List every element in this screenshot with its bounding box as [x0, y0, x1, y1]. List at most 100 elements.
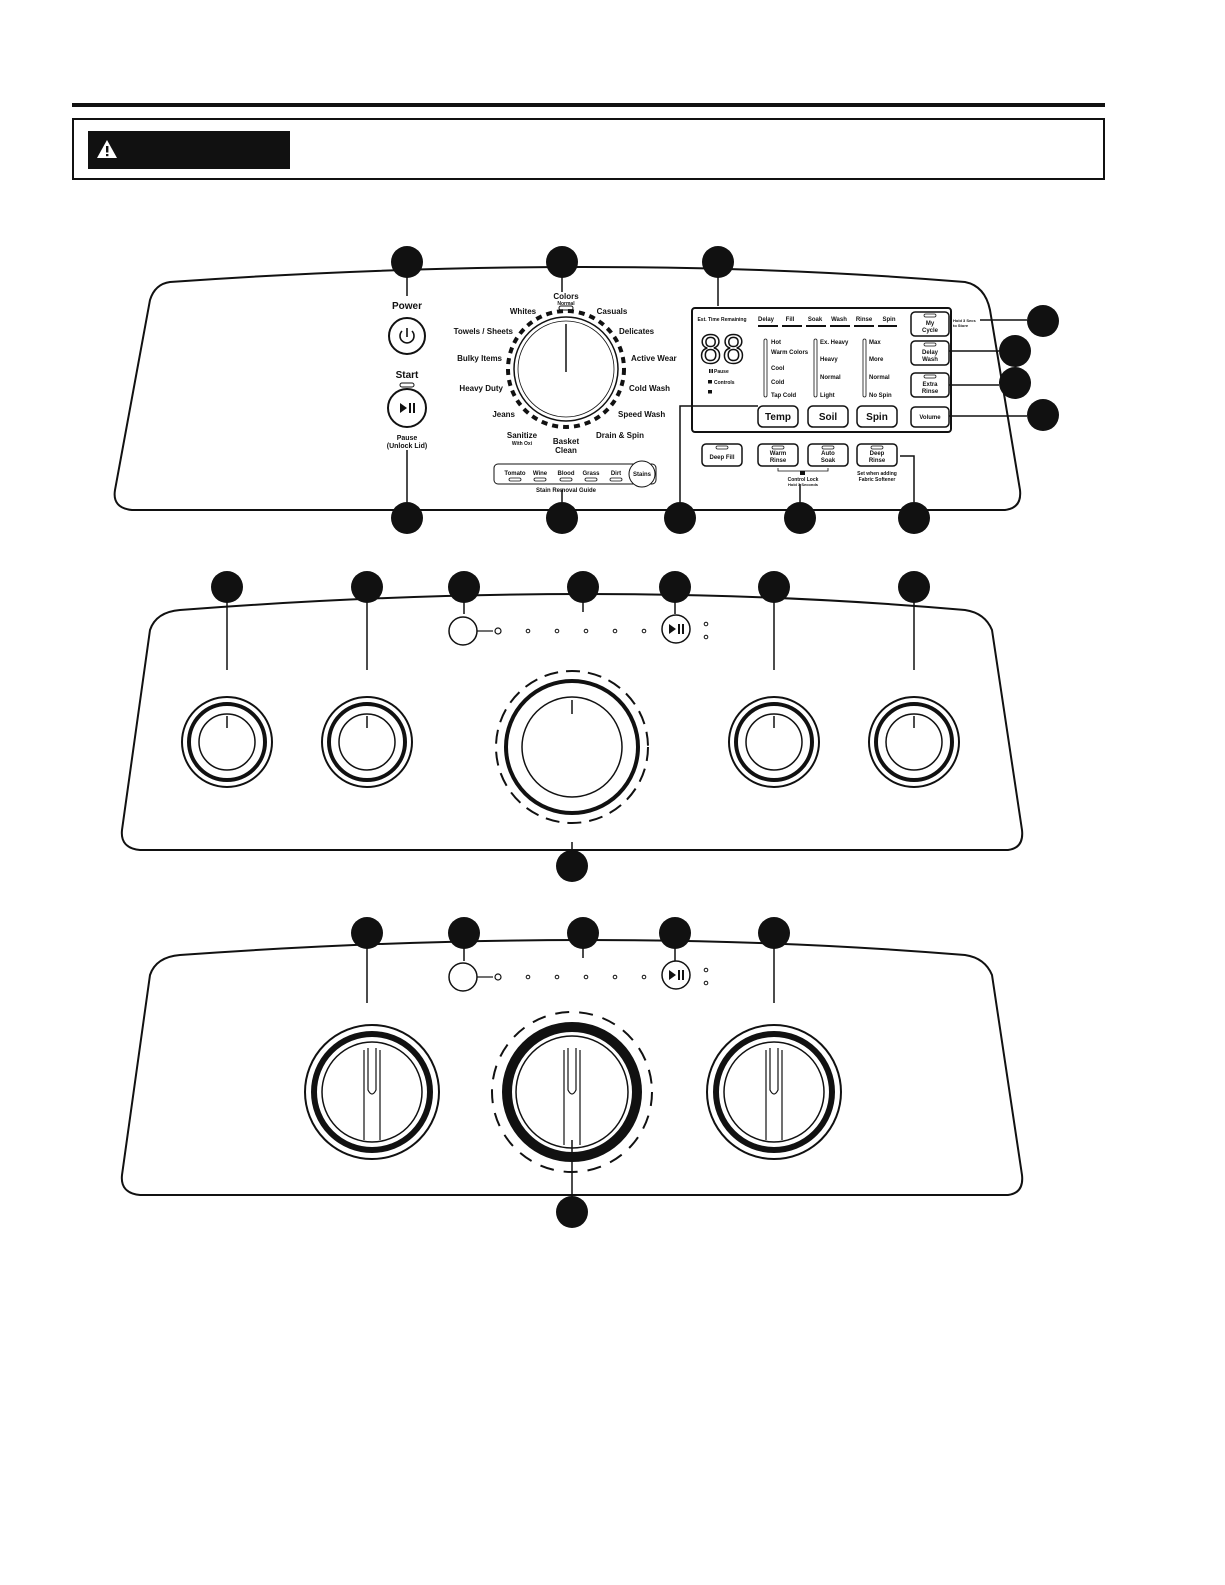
cycle-label-active-wear: Active Wear — [631, 354, 677, 363]
spin-normal: Normal — [869, 375, 890, 381]
status-spin: Spin — [883, 317, 896, 323]
status-rinse: Rinse — [856, 317, 873, 323]
knob-bottom-cycle[interactable] — [491, 1011, 653, 1173]
soil-normal: Normal — [820, 375, 841, 381]
cycle-label-colors: Colors — [553, 292, 579, 301]
warning-bar — [88, 131, 290, 169]
status-wash: Wash — [831, 317, 847, 323]
control-lock-label: Control Lock — [788, 477, 819, 483]
stains-button[interactable]: Stains — [628, 460, 656, 488]
spin-button-label: Spin — [866, 412, 888, 423]
pause-indicator: Pause — [714, 369, 729, 375]
power-label: Power — [392, 301, 422, 312]
cycle-label-sanitize: Sanitize — [507, 431, 538, 440]
hold-store-label-1: Hold 3 Secs — [953, 318, 976, 323]
power-button[interactable] — [388, 317, 426, 355]
deep-rinse-label-1: Deep — [870, 451, 885, 457]
soil-options: Ex. Heavy Heavy Normal Light — [813, 338, 849, 399]
start-label: Start — [396, 370, 419, 381]
softener-label-2: Fabric Softener — [859, 477, 896, 483]
soil-light: Light — [820, 393, 835, 399]
soil-button[interactable]: Soil — [807, 405, 849, 428]
status-soak: Soak — [808, 317, 823, 323]
start-pause-button-bottom[interactable] — [661, 960, 691, 990]
stain-grass: Grass — [582, 471, 600, 477]
play-pause-icon — [669, 624, 684, 634]
delay-wash-label-1: Delay — [922, 350, 939, 356]
status-delay: Delay — [758, 317, 775, 323]
warm-rinse-button[interactable]: Warm Rinse — [757, 443, 799, 467]
power-icon — [399, 328, 415, 344]
cycle-label-casuals: Casuals — [597, 307, 628, 316]
cycle-label-delicates: Delicates — [619, 327, 655, 336]
stain-removal-guide: Tomato Wine Blood Grass Dirt Stain Remov… — [493, 463, 657, 494]
warning-triangle-icon — [97, 140, 117, 158]
cycle-label-jeans: Jeans — [492, 410, 515, 419]
spin-more: More — [869, 357, 884, 363]
cycle-label-bulky: Bulky Items — [457, 354, 502, 363]
start-pause-button[interactable] — [387, 388, 427, 428]
warning-box — [72, 118, 1105, 180]
knob-middle-1[interactable] — [181, 696, 273, 788]
spin-options: Max More Normal No Spin — [862, 338, 892, 399]
indicator-light — [494, 973, 502, 981]
cycle-labels: Colors Normal Whites Casuals Towels / Sh… — [454, 292, 677, 455]
auto-soak-label-2: Soak — [821, 458, 836, 464]
cycle-label-cold-wash: Cold Wash — [629, 384, 670, 393]
knob-bottom-2[interactable] — [706, 1024, 842, 1160]
control-lock-icon — [800, 471, 805, 475]
temp-button[interactable]: Temp — [757, 405, 799, 428]
auto-soak-button[interactable]: Auto Soak — [807, 443, 849, 467]
warm-rinse-label-1: Warm — [770, 451, 786, 457]
extra-rinse-label-1: Extra — [922, 382, 938, 388]
knob-bottom-1[interactable] — [304, 1024, 440, 1160]
cycle-status-bar: Delay Fill Soak Wash Rinse Spin — [758, 317, 897, 327]
cycle-label-normal: Normal — [557, 301, 575, 307]
cycle-label-whites: Whites — [510, 307, 537, 316]
deep-rinse-label-2: Rinse — [869, 458, 886, 464]
temp-cool: Cool — [771, 366, 785, 372]
temp-warm-colors: Warm Colors — [771, 350, 809, 356]
unlock-lid-label: (Unlock Lid) — [387, 443, 427, 450]
spin-button[interactable]: Spin — [856, 405, 898, 428]
cycle-label-with-oxi: With Oxi — [512, 441, 533, 447]
delay-wash-label-2: Wash — [922, 357, 938, 363]
knob-middle-3[interactable] — [728, 696, 820, 788]
extra-rinse-button[interactable]: Extra Rinse — [910, 372, 950, 398]
pause-label: Pause — [397, 435, 418, 442]
section-rule — [72, 103, 1105, 107]
volume-button[interactable]: Volume — [910, 406, 950, 428]
temp-hot: Hot — [771, 340, 781, 346]
my-cycle-button[interactable]: My Cycle — [910, 311, 950, 337]
delay-wash-button[interactable]: Delay Wash — [910, 340, 950, 366]
volume-label: Volume — [919, 415, 941, 421]
temp-options: Hot Warm Colors Cool Cold Tap Cold — [763, 338, 809, 399]
power-button-middle[interactable] — [448, 616, 478, 646]
deep-fill-button[interactable]: Deep Fill — [701, 443, 743, 467]
cycle-label-towels: Towels / Sheets — [454, 327, 514, 336]
cycle-label-speed-wash: Speed Wash — [618, 410, 665, 419]
spin-max: Max — [869, 340, 881, 346]
temp-button-label: Temp — [765, 412, 791, 423]
callout-markers-middle — [211, 571, 930, 882]
extra-rinse-label-2: Rinse — [922, 389, 939, 395]
stain-wine: Wine — [533, 471, 548, 477]
soil-button-label: Soil — [819, 412, 838, 423]
knob-middle-2[interactable] — [321, 696, 413, 788]
knob-middle-4[interactable] — [868, 696, 960, 788]
indicator-light — [494, 627, 502, 635]
my-cycle-label-1: My — [926, 321, 935, 327]
start-pause-button-middle[interactable] — [661, 614, 691, 644]
warm-rinse-label-2: Rinse — [770, 458, 787, 464]
est-time-label: Est. Time Remaining — [697, 317, 746, 323]
cycle-selector-dial[interactable] — [506, 305, 626, 429]
cycle-label-clean: Clean — [555, 446, 577, 455]
deep-fill-label: Deep Fill — [709, 455, 734, 461]
lid-lock-icon — [708, 390, 712, 394]
stain-tomato: Tomato — [504, 471, 526, 477]
deep-rinse-button[interactable]: Deep Rinse — [856, 443, 898, 467]
status-fill: Fill — [786, 317, 795, 323]
power-button-bottom[interactable] — [448, 962, 478, 992]
knob-middle-cycle[interactable] — [495, 670, 649, 824]
